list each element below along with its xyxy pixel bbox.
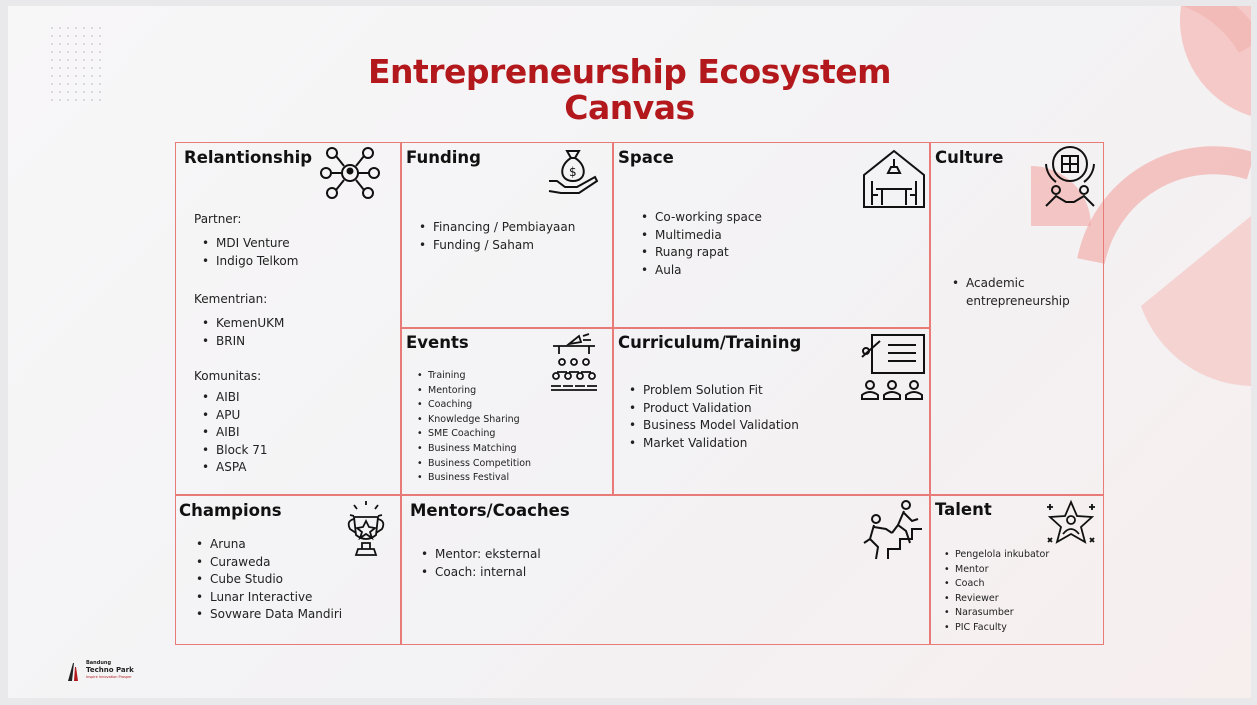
partner-list: MDI Venture Indigo Telkom bbox=[202, 235, 298, 270]
list-item: Business Competition bbox=[417, 457, 531, 472]
talent-cell: Talent Pengelola inkubator Mentor Coach … bbox=[929, 494, 1104, 645]
decorative-arcs bbox=[1031, 6, 1251, 386]
logo-mark-icon bbox=[68, 662, 78, 681]
list-item: Business Festival bbox=[417, 471, 531, 486]
bandung-techno-park-logo: Bandung Techno Park Inspire Innovation P… bbox=[66, 660, 134, 681]
list-item: Aruna bbox=[196, 536, 342, 554]
money-bag-hand-icon: $ bbox=[547, 147, 599, 195]
list-item: MDI Venture bbox=[202, 235, 298, 253]
talent-title: Talent bbox=[935, 500, 992, 519]
partner-label: Partner: bbox=[194, 212, 242, 226]
logo-line-2: Techno Park bbox=[86, 666, 134, 674]
list-item: PIC Faculty bbox=[944, 621, 1049, 636]
list-item: Sovware Data Mandiri bbox=[196, 606, 342, 624]
komunitas-list: AIBI APU AIBI Block 71 ASPA bbox=[202, 389, 268, 477]
list-item: Narasumber bbox=[944, 606, 1049, 621]
komunitas-label: Komunitas: bbox=[194, 369, 262, 383]
list-item: Coach: internal bbox=[421, 564, 541, 582]
list-item: Business Matching bbox=[417, 442, 531, 457]
list-item: Lunar Interactive bbox=[196, 589, 342, 607]
funding-cell: Funding $ Financing / Pembiayaan Funding… bbox=[400, 142, 614, 329]
list-item: Co-working space bbox=[641, 209, 762, 227]
talent-list: Pengelola inkubator Mentor Coach Reviewe… bbox=[944, 548, 1049, 636]
mentors-list: Mentor: eksternal Coach: internal bbox=[421, 546, 541, 581]
logo-line-3: Inspire Innovation Prosper bbox=[86, 675, 132, 679]
dot-pattern bbox=[48, 24, 103, 104]
list-item: Indigo Telkom bbox=[202, 253, 298, 271]
culture-list: Academic entrepreneurship bbox=[952, 275, 1092, 310]
star-person-icon bbox=[1044, 498, 1098, 550]
list-item: Pengelola inkubator bbox=[944, 548, 1049, 563]
list-item: Market Validation bbox=[629, 435, 799, 453]
list-item: Reviewer bbox=[944, 592, 1049, 607]
list-item: Coach bbox=[944, 577, 1049, 592]
champions-list: Aruna Curaweda Cube Studio Lunar Interac… bbox=[196, 536, 342, 624]
list-item: APU bbox=[202, 407, 268, 425]
events-cell: Events Training Mentoring Coaching Knowl… bbox=[400, 327, 614, 496]
list-item: Block 71 bbox=[202, 442, 268, 460]
relationship-title: Relantionship bbox=[184, 148, 313, 167]
space-list: Co-working space Multimedia Ruang rapat … bbox=[641, 209, 762, 279]
list-item: Cube Studio bbox=[196, 571, 342, 589]
list-item: Multimedia bbox=[641, 227, 762, 245]
mentor-climbing-icon bbox=[860, 499, 924, 561]
champions-title: Champions bbox=[179, 501, 282, 520]
mentors-title: Mentors/Coaches bbox=[410, 501, 570, 520]
list-item: Aula bbox=[641, 262, 762, 280]
audience-megaphone-icon bbox=[549, 332, 599, 392]
page-title: Entrepreneurship Ecosystem Canvas bbox=[367, 52, 892, 127]
teamwork-puzzle-icon bbox=[1042, 144, 1098, 208]
curriculum-list: Problem Solution Fit Product Validation … bbox=[629, 382, 799, 452]
events-title: Events bbox=[406, 333, 469, 352]
kementrian-label: Kementrian: bbox=[194, 292, 268, 306]
list-item: Problem Solution Fit bbox=[629, 382, 799, 400]
network-people-icon bbox=[319, 145, 381, 201]
mentors-cell: Mentors/Coaches Mentor: eksternal Coach:… bbox=[400, 494, 931, 645]
culture-cell: Culture Academic entrepreneurship bbox=[929, 142, 1104, 496]
svg-text:$: $ bbox=[569, 165, 577, 179]
list-item: Academic entrepreneurship bbox=[952, 275, 1092, 310]
funding-title: Funding bbox=[406, 148, 481, 167]
trophy-icon bbox=[346, 499, 386, 557]
list-item: Ruang rapat bbox=[641, 244, 762, 262]
curriculum-title: Curriculum/Training bbox=[618, 333, 802, 352]
list-item: Mentor bbox=[944, 563, 1049, 578]
list-item: AIBI bbox=[202, 389, 268, 407]
curriculum-cell: Curriculum/Training Problem Solution Fit… bbox=[612, 327, 931, 496]
list-item: SME Coaching bbox=[417, 427, 531, 442]
funding-list: Financing / Pembiayaan Funding / Saham bbox=[419, 219, 575, 254]
list-item: AIBI bbox=[202, 424, 268, 442]
champions-cell: Champions Aruna Curaweda Cube Studio Lun… bbox=[175, 494, 402, 645]
list-item: Mentoring bbox=[417, 384, 531, 399]
list-item: BRIN bbox=[202, 333, 284, 351]
list-item: Curaweda bbox=[196, 554, 342, 572]
list-item: Knowledge Sharing bbox=[417, 413, 531, 428]
list-item: Coaching bbox=[417, 398, 531, 413]
list-item: KemenUKM bbox=[202, 315, 284, 333]
logo-line-1: Bandung bbox=[86, 660, 112, 666]
list-item: Training bbox=[417, 369, 531, 384]
kementrian-list: KemenUKM BRIN bbox=[202, 315, 284, 350]
meeting-room-icon bbox=[862, 149, 926, 209]
list-item: Mentor: eksternal bbox=[421, 546, 541, 564]
list-item: Funding / Saham bbox=[419, 237, 575, 255]
culture-title: Culture bbox=[935, 148, 1004, 167]
presentation-board-icon bbox=[858, 333, 926, 403]
list-item: Financing / Pembiayaan bbox=[419, 219, 575, 237]
space-title: Space bbox=[618, 148, 674, 167]
list-item: Business Model Validation bbox=[629, 417, 799, 435]
space-cell: Space Co-working space Multimedia Ruang … bbox=[612, 142, 931, 329]
relationship-cell: Relantionship Partner: MDI Venture Indig… bbox=[175, 142, 402, 496]
list-item: ASPA bbox=[202, 459, 268, 477]
events-list: Training Mentoring Coaching Knowledge Sh… bbox=[417, 369, 531, 486]
list-item: Product Validation bbox=[629, 400, 799, 418]
